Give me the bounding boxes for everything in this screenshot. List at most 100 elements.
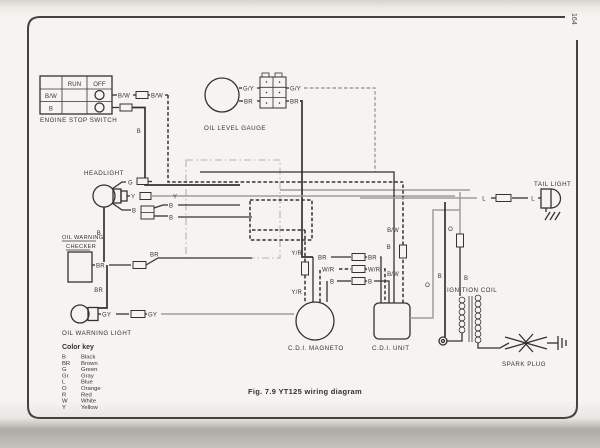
coil-loop xyxy=(458,320,466,328)
wire-label: Y/R xyxy=(291,251,302,257)
connector xyxy=(136,177,149,185)
wire-secondary xyxy=(477,342,510,349)
wire-wr xyxy=(384,268,386,303)
wire-bw-run xyxy=(167,95,403,183)
color-key-code: Gr xyxy=(62,373,69,379)
color-key-name: White xyxy=(81,399,97,405)
ignition-coil: IGNITION COIL xyxy=(438,202,510,349)
coil-loop xyxy=(474,294,482,302)
connector xyxy=(351,253,366,261)
wire-label: O xyxy=(448,227,453,233)
coil-loop xyxy=(458,302,466,310)
wire-label: L xyxy=(531,197,535,203)
coil-loop xyxy=(474,306,482,314)
color-key-code: BR xyxy=(62,361,70,367)
switch-contact xyxy=(94,89,105,101)
wire-label: B xyxy=(330,280,334,286)
color-key-code: B xyxy=(62,355,66,361)
connector xyxy=(139,192,152,200)
connector xyxy=(135,91,149,99)
color-key-name: Orange xyxy=(81,386,101,392)
wire-br xyxy=(300,100,313,258)
wire-label: BR xyxy=(290,100,299,106)
connector xyxy=(456,233,464,248)
wire-label: GY xyxy=(148,313,157,319)
coil-loop xyxy=(474,300,482,308)
coil-loop xyxy=(474,324,482,332)
spark-plug: SPARK PLUG xyxy=(502,333,567,368)
wire-b xyxy=(374,280,390,303)
tail-light: TAIL LIGHT xyxy=(360,181,571,221)
connector-tab xyxy=(274,72,283,78)
wire-label: G xyxy=(128,181,133,187)
tail-light-body xyxy=(540,188,552,209)
wire-label: B xyxy=(97,231,101,237)
figure-caption: Fig. 7.9 YT125 wiring diagram xyxy=(248,387,362,396)
coil-loop xyxy=(458,326,466,334)
wire-label: B/W xyxy=(151,94,163,100)
cdi-magneto: C.D.I. MAGNETO xyxy=(288,230,390,352)
col-run: RUN xyxy=(68,82,82,88)
coil-terminal xyxy=(440,338,446,344)
tail-light-label: TAIL LIGHT xyxy=(534,181,571,188)
checker-label-1: OIL WARNING xyxy=(62,235,104,241)
wire-br xyxy=(145,257,252,266)
connector-pin xyxy=(265,91,268,94)
wire-label: L xyxy=(482,197,486,203)
color-key-code: O xyxy=(62,386,67,392)
coil-loop xyxy=(458,296,466,304)
wire-label: Y xyxy=(131,195,135,201)
connector-pin xyxy=(278,81,281,83)
wire-o xyxy=(410,209,460,319)
wire-label: B xyxy=(387,245,391,251)
wire-label: B xyxy=(368,280,372,286)
cdi-unit: C.D.I. UNIT xyxy=(200,171,464,352)
row-bw: B/W xyxy=(45,94,57,100)
oil-warning-checker: OIL WARNING CHECKER xyxy=(62,235,252,309)
color-key-name: Yellow xyxy=(81,405,99,411)
coil-loop xyxy=(474,312,482,320)
connector-pin xyxy=(265,102,268,104)
engine-stop-switch-label: ENGINE STOP SWITCH xyxy=(40,117,117,124)
coil-loop xyxy=(458,314,466,322)
headlight: HEADLIGHT xyxy=(84,170,455,262)
checker-label-2: CHECKER xyxy=(66,244,96,250)
wire-gy-run xyxy=(304,87,376,172)
plug-arrow xyxy=(524,333,534,353)
connector xyxy=(351,265,366,273)
oil-warning-light: OIL WARNING LIGHT xyxy=(62,304,294,337)
wire-b xyxy=(111,202,131,211)
checker-body xyxy=(67,251,93,283)
wire-g xyxy=(111,181,126,190)
warning-light-bulb xyxy=(70,304,90,324)
connector xyxy=(130,310,146,318)
ground-slash xyxy=(549,211,556,221)
color-key-code: W xyxy=(62,399,68,405)
wire-label: G/Y xyxy=(290,87,301,93)
ground-slash xyxy=(544,211,551,221)
color-key-name: Green xyxy=(81,367,97,373)
col-off: OFF xyxy=(93,82,106,88)
color-key-name: Gray xyxy=(81,373,94,379)
connector xyxy=(301,261,309,276)
wire-label: BR xyxy=(150,253,159,259)
wire-label: B xyxy=(169,216,173,222)
page-number: 164 xyxy=(570,13,577,25)
wire-label: GY xyxy=(102,313,111,319)
wire-label: B xyxy=(464,276,468,282)
wire-br xyxy=(380,256,382,303)
connector xyxy=(119,103,133,112)
cdi-magneto-label: C.D.I. MAGNETO xyxy=(288,345,344,352)
connector-pin xyxy=(278,91,281,94)
gauge-body xyxy=(204,77,240,113)
page-border xyxy=(27,16,578,419)
wire-label: Y/R xyxy=(291,290,302,296)
wire-label: BR xyxy=(318,256,327,262)
color-key-code: R xyxy=(62,392,66,398)
coil-loop xyxy=(474,330,482,338)
bulb-base xyxy=(120,190,128,202)
plug-lead xyxy=(504,336,548,350)
